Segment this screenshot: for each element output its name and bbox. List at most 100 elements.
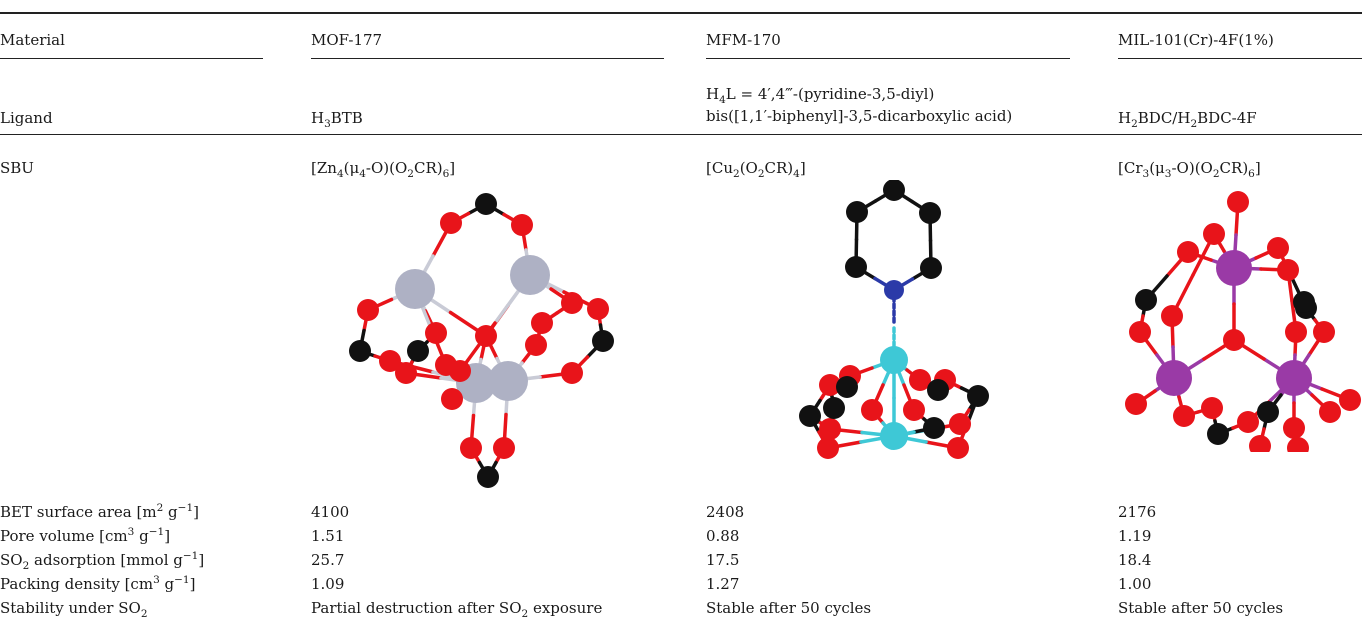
stability-value: Partial destruction after SO2 exposure <box>311 599 603 620</box>
atom-o <box>1267 237 1289 259</box>
atom-o <box>1319 401 1341 423</box>
atom-c <box>799 405 821 427</box>
atom-o <box>817 437 839 459</box>
pore-volume-label: Pore volume [cm3 g−1] <box>0 526 171 545</box>
atom-o <box>440 212 462 234</box>
atom-o <box>1173 405 1195 427</box>
mil101-sbu-structure <box>1125 191 1361 452</box>
atom-o <box>493 437 515 459</box>
atom-cu <box>880 422 908 450</box>
atom-c <box>920 257 942 279</box>
ligand-mof177: H3BTB <box>311 109 363 130</box>
atom-cr <box>1156 360 1192 396</box>
packing-density-value: 1.00 <box>1118 575 1152 593</box>
atom-c <box>883 180 905 201</box>
mof177-sbu-structure <box>349 193 614 488</box>
atom-o <box>1283 417 1305 439</box>
material-label: Material <box>0 31 65 49</box>
atom-o <box>511 214 533 236</box>
packing-density-value: 1.27 <box>706 575 740 593</box>
atom-c <box>407 340 429 362</box>
atom-c <box>923 417 945 439</box>
material-underline <box>311 58 664 59</box>
atom-c <box>349 340 371 362</box>
pore-volume-value: 0.88 <box>706 527 740 545</box>
atom-n <box>884 280 904 300</box>
bet-value: 2408 <box>706 503 745 521</box>
so2-adsorption-label: SO2 adsorption [mmol g−1] <box>0 550 205 572</box>
atom-o <box>909 369 931 391</box>
atom-c <box>475 193 497 215</box>
table-top-rule <box>0 12 1362 14</box>
packing-density-label: Packing density [cm3 g−1] <box>0 574 196 593</box>
ligand-mil101: H2BDC/H2BDC-4F <box>1118 109 1257 130</box>
atom-zn <box>488 361 528 401</box>
sbu-mil101: [Cr3(μ3-O)(O2CR)6] <box>1118 159 1261 180</box>
atom-c <box>477 466 499 488</box>
atom-o <box>819 374 841 396</box>
header-bottom-rule <box>0 134 1362 135</box>
atom-o <box>949 413 971 435</box>
atom-o <box>947 437 969 459</box>
atom-o <box>425 322 447 344</box>
atom-cr <box>1216 250 1252 286</box>
material-underline <box>1118 58 1362 59</box>
atom-o <box>1223 329 1245 351</box>
sbu-label: SBU <box>0 159 34 177</box>
atom-o <box>475 325 497 347</box>
material-mil101: MIL-101(Cr)-4F(1%) <box>1118 31 1274 49</box>
atom-o <box>1313 321 1335 343</box>
atom-c <box>919 202 941 224</box>
atom-o <box>1287 437 1309 452</box>
atom-o <box>903 399 925 421</box>
atom-zn <box>510 255 550 295</box>
material-mfm170: MFM-170 <box>706 31 781 49</box>
bet-label: BET surface area [m2 g−1] <box>0 502 199 521</box>
bet-value: 2176 <box>1118 503 1157 521</box>
material-underline <box>0 58 263 59</box>
atom-o <box>1125 393 1147 415</box>
atom-zn <box>395 269 435 309</box>
so2-adsorption-value: 17.5 <box>706 551 740 569</box>
atom-cu <box>880 346 908 374</box>
sbu-mof177: [Zn4(μ4-O)(O2CR)6] <box>311 159 456 180</box>
atom-o <box>1203 223 1225 245</box>
atom-o <box>1237 411 1259 433</box>
atom-c <box>846 201 868 223</box>
atom-c <box>1207 423 1229 445</box>
atom-o <box>460 437 482 459</box>
so2-adsorption-value: 18.4 <box>1118 551 1152 569</box>
atom-c <box>845 256 867 278</box>
atom-o <box>1129 321 1151 343</box>
atom-o <box>1277 259 1299 281</box>
atom-o <box>561 362 583 384</box>
atom-c <box>1135 289 1157 311</box>
atom-o <box>1177 241 1199 263</box>
atom-o <box>379 350 401 372</box>
atom-o <box>1285 321 1307 343</box>
material-mof177: MOF-177 <box>311 31 383 49</box>
atom-c <box>1257 401 1279 423</box>
stability-value: Stable after 50 cycles <box>1118 599 1284 617</box>
stability-value: Stable after 50 cycles <box>706 599 872 617</box>
stability-label: Stability under SO2 <box>0 599 148 620</box>
atom-c <box>592 330 614 352</box>
pore-volume-value: 1.19 <box>1118 527 1152 545</box>
atom-o <box>819 418 841 440</box>
atom-c <box>1293 291 1315 313</box>
atom-c <box>823 397 845 419</box>
atom-c <box>967 385 989 407</box>
so2-adsorption-value: 25.7 <box>311 551 345 569</box>
atom-o <box>1161 305 1183 327</box>
bet-value: 4100 <box>311 503 350 521</box>
atom-c <box>836 376 858 398</box>
atom-o <box>1339 389 1361 411</box>
sbu-mfm170: [Cu2(O2CR)4] <box>706 159 806 180</box>
atom-o <box>1227 191 1249 213</box>
atom-o <box>395 362 417 384</box>
mfm170-sbu-structure <box>799 180 989 459</box>
atom-o <box>449 360 471 382</box>
pore-volume-value: 1.51 <box>311 527 345 545</box>
atom-o <box>525 334 547 356</box>
atom-o <box>357 299 379 321</box>
